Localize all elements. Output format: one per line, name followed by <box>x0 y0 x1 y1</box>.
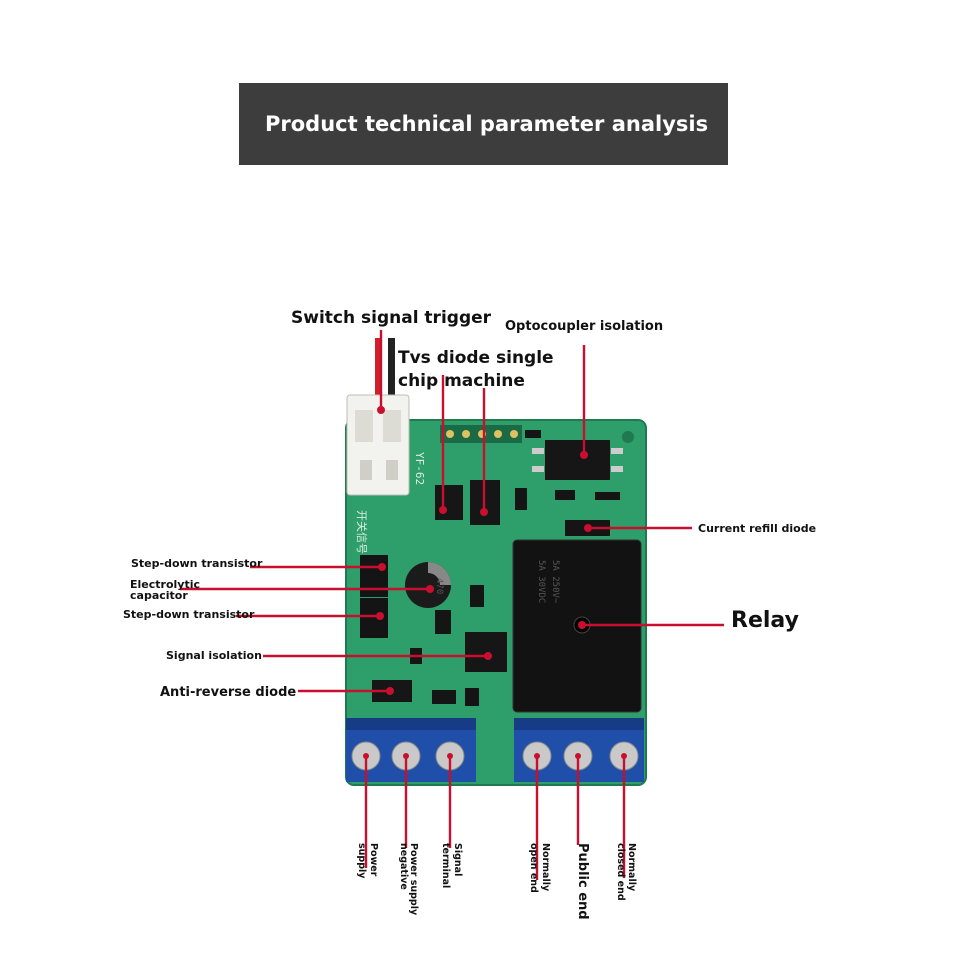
label-electrolytic-line1: Electrolytic <box>130 578 200 591</box>
label-step-down-transistor-1: Step-down transistor <box>131 557 263 570</box>
signal-isolation-chip <box>465 632 507 672</box>
terminal-block-left <box>346 718 476 782</box>
relay-component: 5A 250V~ 5A 30VDC <box>512 539 642 713</box>
label-anti-reverse-diode: Anti-reverse diode <box>160 685 296 700</box>
label-normally-closed-2: closed end <box>615 843 626 901</box>
signal-connector <box>346 338 410 496</box>
electrolytic-capacitor: 470 <box>405 562 451 608</box>
label-step-down-transistor-2: Step-down transistor <box>123 608 255 621</box>
label-signal-terminal-1: Signal <box>452 843 463 876</box>
label-normally-closed-1: Normally <box>626 843 637 892</box>
title-banner: Product technical parameter analysis <box>239 83 728 165</box>
label-current-refill-diode: Current refill diode <box>698 522 816 535</box>
label-power-neg-1: Power supply <box>408 843 419 916</box>
header-pins <box>440 425 522 443</box>
label-power-neg-2: negative <box>398 843 409 890</box>
step-down-transistor-1 <box>360 555 388 597</box>
label-public-end: Public end <box>575 843 590 920</box>
label-tvs-line1: Tvs diode single <box>398 348 554 368</box>
smd-parts <box>435 430 620 634</box>
label-relay: Relay <box>731 608 799 633</box>
relay-marking-2: 5A 30VDC <box>536 560 546 603</box>
label-normally-open-1: Normally <box>540 843 551 892</box>
capacitor-marking-1: 470 <box>434 578 444 594</box>
label-electrolytic-line2: capacitor <box>130 589 188 602</box>
label-power-supply-2: supply <box>356 843 367 879</box>
tvs-diode-chip <box>435 485 463 520</box>
label-normally-open-2: open end <box>528 843 539 893</box>
label-switch-signal-trigger: Switch signal trigger <box>291 308 492 328</box>
leader-dots <box>363 406 627 759</box>
label-signal-terminal-2: terminal <box>440 843 451 888</box>
leader-lines <box>180 330 724 880</box>
relay-marking-1: 5A 250V~ <box>550 560 560 604</box>
silkscreen-cn: 开关信号 <box>355 510 369 554</box>
silkscreen-model: YF-62 <box>413 452 426 485</box>
optocoupler-chip <box>532 440 623 480</box>
label-tvs-line2: chip machine <box>398 371 525 391</box>
step-down-transistor-2 <box>360 598 388 638</box>
label-power-supply-1: Power <box>368 843 379 877</box>
label-signal-isolation: Signal isolation <box>166 649 262 662</box>
label-optocoupler-isolation: Optocoupler isolation <box>505 319 663 334</box>
banner-title: Product technical parameter analysis <box>265 112 709 136</box>
